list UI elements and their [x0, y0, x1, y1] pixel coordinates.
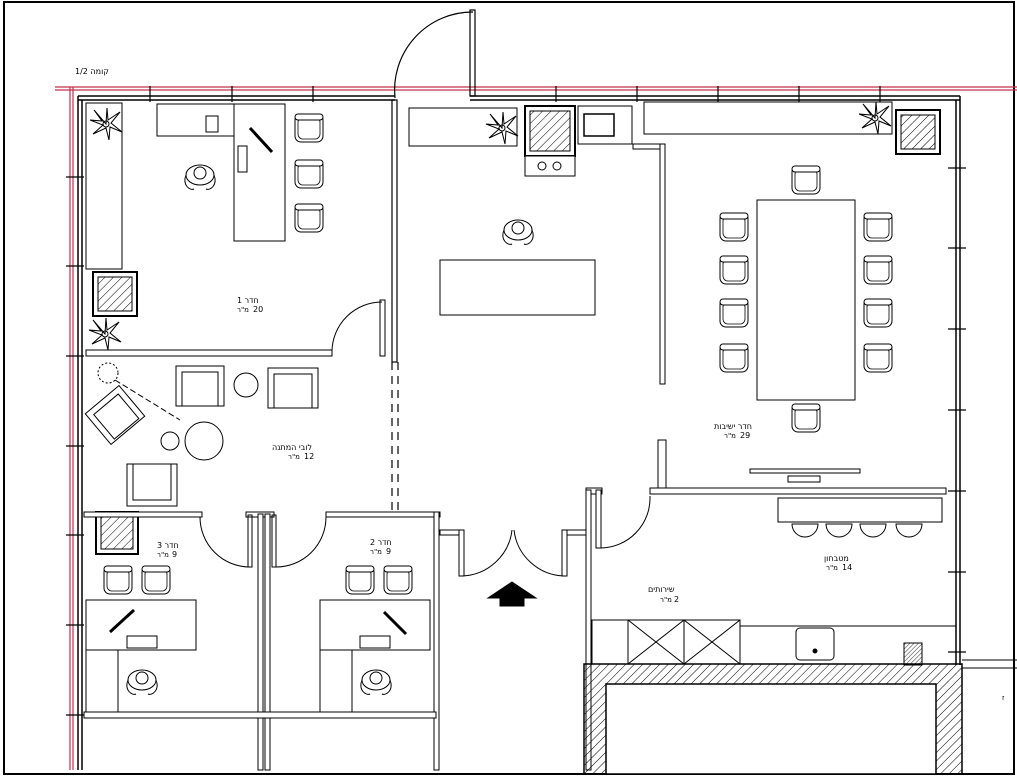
kitchenette-area-unit: מ"ר: [826, 564, 838, 572]
wc-name: שירותים: [648, 585, 675, 594]
lower-office-doors: [199, 514, 327, 568]
building-core: [583, 659, 1017, 775]
services-area: [585, 489, 956, 771]
center-wall: [391, 99, 399, 510]
lower-offices: [83, 511, 441, 771]
room-1-furniture: [85, 102, 333, 357]
meeting-room-area: 29: [740, 431, 750, 440]
room-1-door: [331, 299, 386, 357]
wc-area-unit: מ"ר: [660, 596, 672, 604]
kitchenette-name: מטבחון: [824, 554, 849, 563]
meeting-room-name: חדר ישיבות: [714, 422, 752, 431]
lobby-area: 12: [304, 452, 314, 461]
top-door: [393, 9, 476, 99]
meeting-room: [643, 101, 947, 495]
room-1-area: 20: [253, 305, 263, 314]
room-3-name: חדר 3: [157, 541, 179, 550]
room-3-area: 9: [172, 550, 177, 559]
entrance: [439, 529, 587, 607]
kitchenette: [585, 487, 943, 549]
window-ticks: [66, 86, 966, 716]
right-edge-mark: ז: [1002, 694, 1005, 702]
kitchenette-door: [599, 495, 651, 549]
lobby-furniture: [84, 362, 319, 555]
lobby-area-unit: מ"ר: [288, 453, 300, 461]
outer-frame: [3, 1, 1015, 775]
outer-walls: [77, 95, 961, 770]
header-label: קומה 1/2: [75, 67, 109, 76]
property-line: [55, 86, 1017, 770]
room-1-area-unit: מ"ר: [237, 306, 249, 314]
reception: [408, 105, 667, 491]
room-2-name: חדר 2: [370, 538, 392, 547]
lobby-name: לובי המתנה: [272, 443, 312, 452]
room-2-area-unit: מ"ר: [370, 548, 382, 556]
room-2-area: 9: [386, 547, 391, 556]
room-3-area-unit: מ"ר: [157, 551, 169, 559]
kitchenette-area: 14: [842, 563, 852, 572]
wc-area: 2: [674, 595, 679, 604]
meeting-room-area-unit: מ"ר: [724, 432, 736, 440]
room-1-name: חדר 1: [237, 296, 259, 305]
